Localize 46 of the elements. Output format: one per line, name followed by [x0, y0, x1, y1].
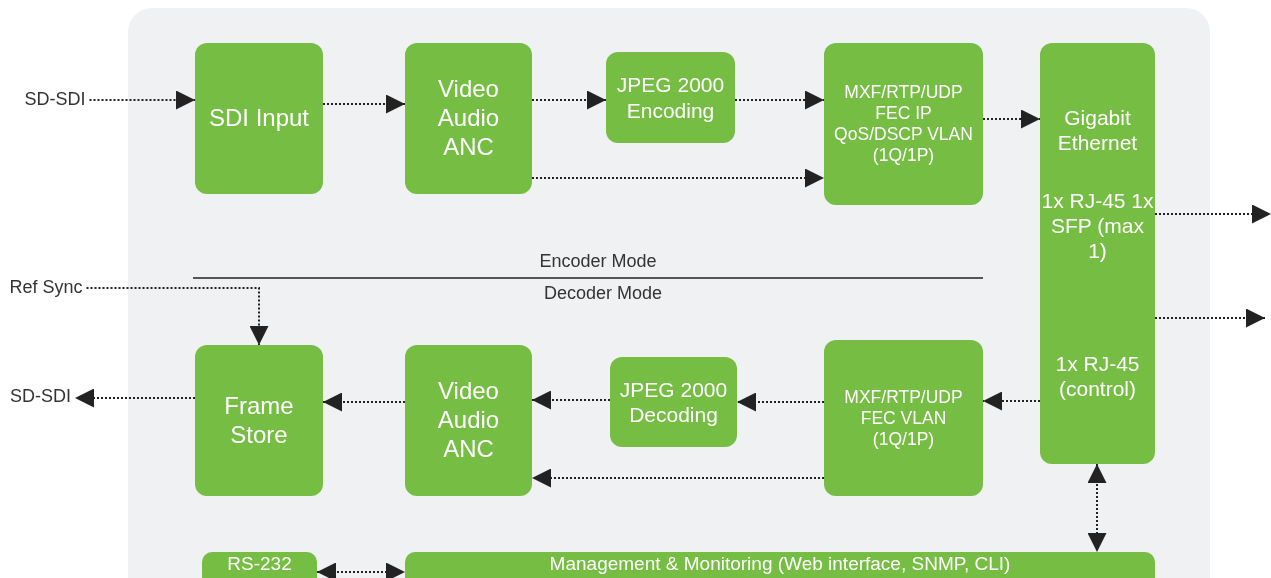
process-box: [405, 345, 532, 496]
dotted-arrow: [531, 90, 607, 110]
signal-label: Ref Sync: [9, 277, 83, 299]
box-text: RS-232: [227, 552, 292, 576]
box-text: Frame Store: [223, 391, 295, 450]
process-box: [824, 340, 983, 496]
signal-label: SD-SDI: [10, 386, 71, 408]
box-text: JPEG 2000 Encoding: [615, 72, 726, 123]
process-box: [195, 43, 323, 194]
module-bar: [202, 552, 317, 578]
dotted-arrow: [322, 392, 406, 412]
box-text: 1x RJ-45 (control): [1054, 351, 1141, 402]
process-box: [1040, 43, 1155, 464]
dotted-arrow: [736, 392, 825, 412]
dotted-arrow: [1154, 204, 1271, 224]
dotted-arrow: [531, 168, 825, 188]
process-box: [610, 357, 737, 447]
dotted-arrow: [74, 388, 196, 408]
process-box: [606, 52, 735, 143]
dotted-arrow: [734, 90, 825, 110]
dotted-arrow: [1154, 308, 1266, 328]
dotted-arrow: [982, 109, 1041, 129]
process-box: [405, 43, 532, 194]
box-text: SDI Input: [208, 104, 310, 133]
box-text: Gigabit Ethernet: [1056, 105, 1139, 156]
process-box: [195, 345, 323, 496]
dotted-arrow: [85, 287, 269, 346]
box-text: 1x RJ-45 1x SFP (max 1): [1040, 188, 1155, 264]
box-text: Video Audio ANC: [436, 377, 501, 464]
box-text: Video Audio ANC: [436, 75, 501, 162]
dotted-arrow: [316, 562, 406, 578]
module-bar: [405, 552, 1155, 578]
dotted-arrow: [531, 468, 825, 488]
dotted-arrow: [1087, 463, 1107, 553]
process-box: [824, 43, 983, 205]
dotted-arrow: [982, 391, 1041, 411]
box-text: MXF/RTP/UDP FEC IP QoS/DSCP VLAN (1Q/1P): [833, 82, 974, 166]
signal-label: SD-SDI: [24, 89, 86, 111]
box-text: JPEG 2000 Decoding: [618, 376, 729, 428]
dotted-arrow: [531, 390, 611, 410]
mode-label: Decoder Mode: [543, 283, 663, 304]
dotted-arrow: [322, 94, 406, 114]
box-text: Management & Monitoring (Web interface, SNMP, CLI): [549, 552, 1011, 576]
mode-label: Encoder Mode: [539, 251, 657, 272]
box-text: MXF/RTP/UDP FEC VLAN (1Q/1P): [843, 386, 964, 450]
dotted-arrow: [88, 90, 196, 110]
